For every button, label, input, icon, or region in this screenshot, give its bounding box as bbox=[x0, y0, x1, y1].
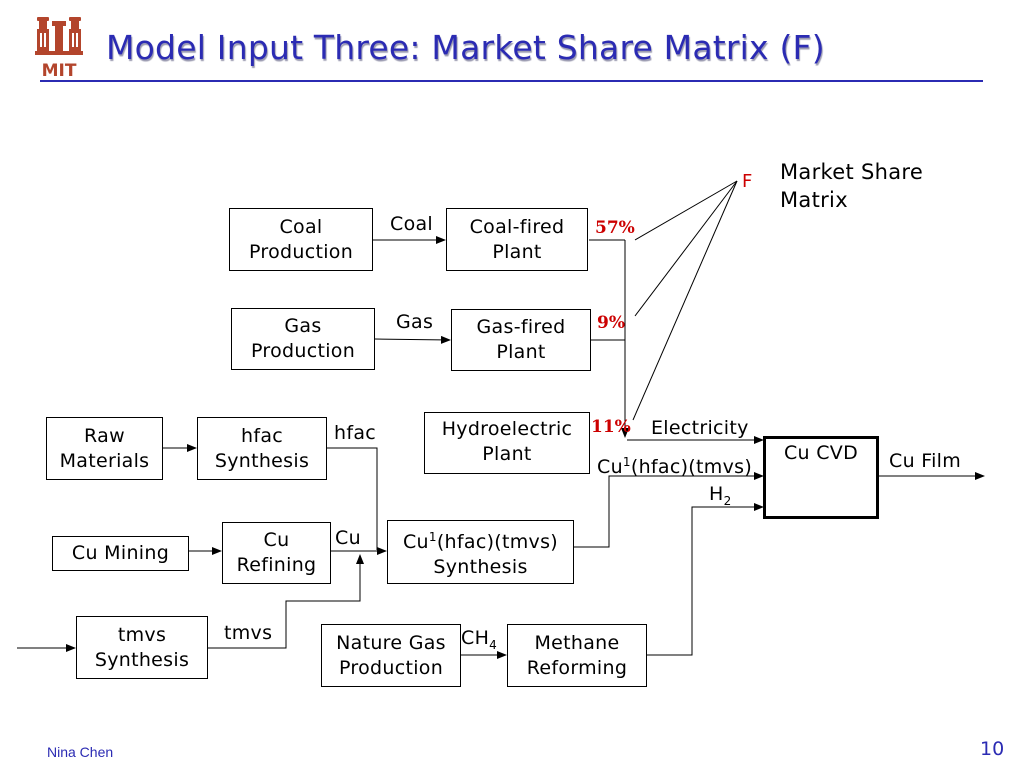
cu-refining-box: Cu Refining bbox=[222, 522, 331, 584]
cu-cvd-box: Cu CVD bbox=[763, 436, 879, 519]
flow-label-cu-film: Cu Film bbox=[889, 450, 962, 472]
author-name: Nina Chen bbox=[47, 744, 114, 760]
hydroelectric-plant-box: Hydroelectric Plant bbox=[424, 412, 590, 474]
flow-label-tmvs: tmvs bbox=[224, 622, 273, 644]
flow-label-cu: Cu bbox=[335, 527, 361, 549]
title-divider bbox=[40, 80, 983, 82]
flow-label-hfac: hfac bbox=[334, 422, 377, 444]
coal-share-percent: 57% bbox=[595, 218, 635, 238]
page-number: 10 bbox=[980, 738, 1005, 760]
methane-reforming-box: Methane Reforming bbox=[507, 624, 647, 687]
share-line-hydro bbox=[632, 180, 738, 421]
mit-logo-text: MIT bbox=[42, 61, 77, 81]
hfac-synthesis-box: hfac Synthesis bbox=[197, 417, 327, 480]
gas-share-percent: 9% bbox=[597, 313, 625, 333]
market-share-legend: Market Share Matrix bbox=[780, 160, 924, 212]
flow-label-ch4: CH4 bbox=[461, 627, 498, 652]
flow-label-gas: Gas bbox=[396, 311, 434, 333]
gas-arrow bbox=[374, 335, 451, 344]
precursor-synthesis-box: Cu1(hfac)(tmvs) Synthesis bbox=[387, 520, 574, 584]
cu-mining-box: Cu Mining bbox=[52, 536, 189, 571]
coal-fired-plant-box: Coal-fired Plant bbox=[446, 208, 588, 271]
flow-label-coal: Coal bbox=[390, 213, 434, 235]
raw-materials-box: Raw Materials bbox=[46, 417, 163, 480]
nature-gas-production-box: Nature Gas Production bbox=[321, 624, 461, 687]
tmvs-line bbox=[208, 554, 364, 649]
share-line-gas bbox=[634, 180, 738, 317]
precursor-line bbox=[574, 472, 764, 548]
flow-label-h2: H2 bbox=[709, 483, 732, 508]
gas-production-box: Gas Production bbox=[231, 308, 375, 370]
h2-line bbox=[647, 503, 764, 656]
flow-label-electricity: Electricity bbox=[651, 417, 749, 439]
mit-logo: MIT bbox=[35, 15, 85, 83]
tmvs-synthesis-box: tmvs Synthesis bbox=[76, 616, 208, 679]
hydro-share-percent: 11% bbox=[591, 417, 631, 437]
flow-label-precursor: Cu1(hfac)(tmvs) bbox=[597, 455, 753, 478]
coal-production-box: Coal Production bbox=[229, 208, 373, 271]
slide-title: Model Input Three: Market Share Matrix (… bbox=[106, 28, 825, 67]
hfac-line bbox=[327, 447, 378, 550]
gas-fired-plant-box: Gas-fired Plant bbox=[451, 309, 591, 371]
precursor-synthesis-label: Cu1(hfac)(tmvs) Synthesis bbox=[402, 529, 559, 578]
market-share-f-label: F bbox=[742, 171, 753, 192]
share-line-coal bbox=[634, 180, 738, 241]
